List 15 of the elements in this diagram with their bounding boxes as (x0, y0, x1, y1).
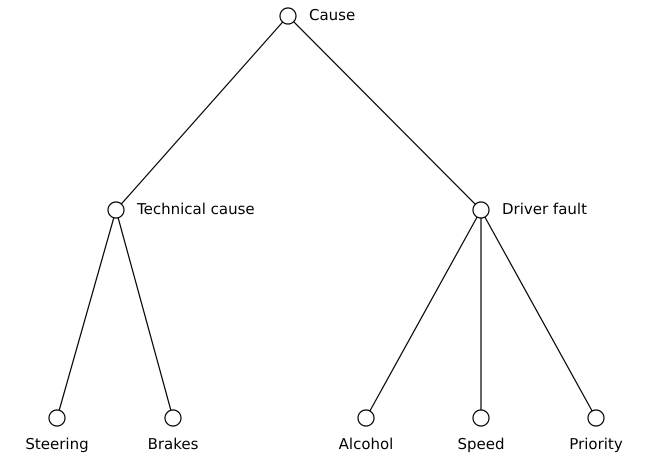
node-label: Cause (309, 6, 356, 24)
node-label: Steering (25, 435, 89, 453)
node-label: Driver fault (502, 200, 587, 218)
node-label: Technical cause (137, 200, 255, 218)
connector-line (484, 216, 593, 412)
node-label: Alcohol (338, 435, 394, 453)
node-label: Speed (457, 435, 505, 453)
connector-line (369, 216, 478, 412)
node-label: Brakes (148, 435, 198, 453)
connector-line (480, 218, 482, 410)
connector-line (118, 218, 172, 410)
connector-line (58, 218, 114, 410)
node-label: Priority (569, 435, 623, 453)
connector-line (120, 22, 284, 204)
connector-line (293, 21, 476, 205)
